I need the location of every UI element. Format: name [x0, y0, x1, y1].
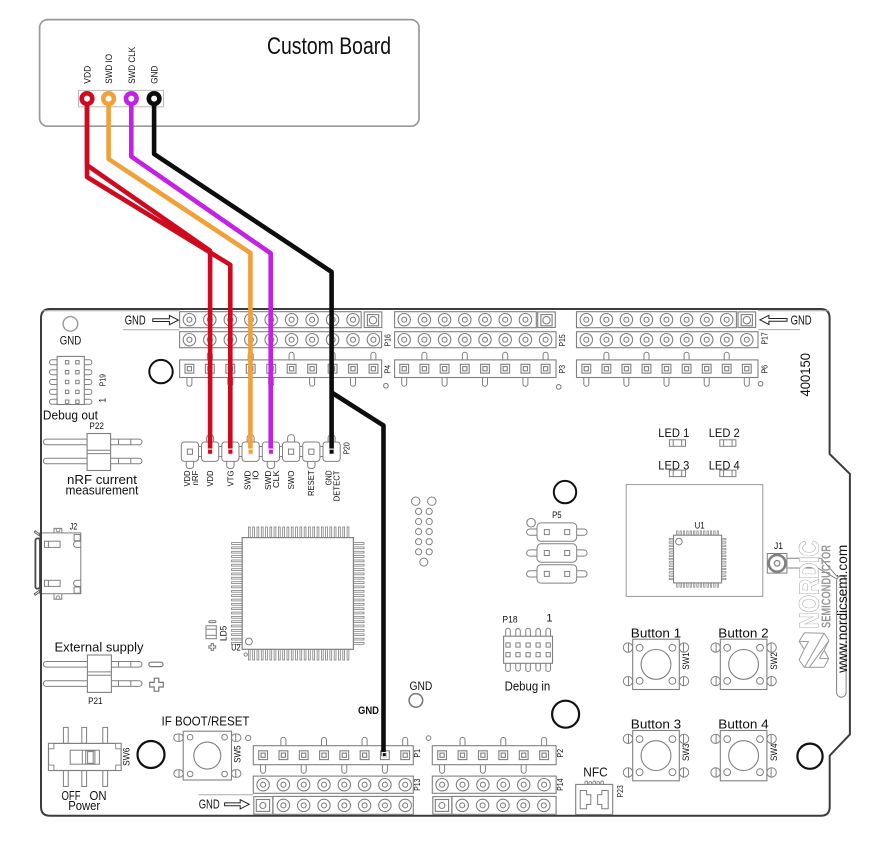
svg-text:Button 2: Button 2 — [718, 625, 768, 640]
svg-text:Debug out: Debug out — [43, 408, 98, 422]
svg-text:P19: P19 — [98, 374, 108, 387]
svg-text:GND: GND — [358, 705, 379, 717]
svg-text:P4: P4 — [383, 365, 393, 374]
svg-text:P1: P1 — [412, 749, 422, 758]
svg-text:GND: GND — [125, 313, 146, 328]
svg-text:P21: P21 — [88, 696, 103, 706]
svg-text:P22: P22 — [89, 421, 104, 431]
svg-text:SWD: SWD — [263, 471, 273, 491]
svg-text:Debug in: Debug in — [505, 680, 551, 694]
svg-text:400150: 400150 — [797, 353, 813, 397]
svg-text:J1: J1 — [774, 541, 783, 551]
svg-text:1: 1 — [546, 612, 552, 624]
svg-text:measurement: measurement — [66, 484, 139, 498]
svg-text:U2: U2 — [231, 643, 241, 653]
svg-text:VDD: VDD — [182, 471, 192, 487]
svg-text:VTG: VTG — [225, 470, 235, 486]
svg-text:SW4: SW4 — [769, 744, 779, 762]
svg-text:P13: P13 — [412, 778, 422, 791]
svg-text:ON: ON — [90, 789, 107, 803]
svg-text:External supply: External supply — [55, 640, 144, 655]
svg-text:GND: GND — [60, 335, 81, 347]
svg-text:CLK: CLK — [271, 470, 281, 488]
svg-text:NFC: NFC — [583, 765, 607, 779]
svg-text:P15: P15 — [557, 334, 567, 347]
svg-text:P20: P20 — [341, 442, 351, 455]
svg-text:P14: P14 — [555, 778, 565, 791]
svg-text:LED 4: LED 4 — [709, 458, 740, 472]
svg-text:GND: GND — [199, 797, 220, 812]
svg-text:nRF current: nRF current — [67, 472, 137, 487]
svg-text:GND: GND — [410, 679, 433, 693]
svg-text:P5: P5 — [552, 510, 562, 521]
svg-text:OFF: OFF — [62, 789, 81, 803]
svg-text:Power: Power — [68, 799, 100, 813]
svg-text:SWO: SWO — [286, 470, 296, 489]
svg-text:P2: P2 — [555, 749, 565, 758]
svg-text:SWD IO: SWD IO — [104, 54, 115, 84]
svg-text:U1: U1 — [695, 521, 705, 531]
svg-text:P17: P17 — [760, 332, 770, 345]
svg-text:LED 1: LED 1 — [658, 426, 689, 440]
svg-text:LED 2: LED 2 — [709, 426, 740, 440]
svg-text:Button 4: Button 4 — [718, 717, 768, 732]
svg-text:NORDIC: NORDIC — [793, 541, 824, 629]
svg-text:P3: P3 — [557, 365, 567, 374]
svg-text:SW3: SW3 — [681, 744, 691, 762]
svg-text:GND: GND — [791, 313, 812, 328]
svg-text:SW6: SW6 — [122, 747, 132, 766]
svg-text:VDD: VDD — [205, 471, 215, 487]
svg-text:P16: P16 — [383, 334, 393, 347]
svg-text:nRF: nRF — [190, 471, 200, 486]
svg-text:GND: GND — [324, 471, 334, 486]
svg-text:P18: P18 — [502, 615, 517, 626]
svg-text:SWD CLK: SWD CLK — [127, 46, 138, 83]
svg-text:www.nordicsemi.com: www.nordicsemi.com — [835, 545, 850, 674]
svg-text:VDD: VDD — [83, 66, 94, 84]
svg-text:SW1: SW1 — [681, 652, 691, 670]
svg-text:LED 3: LED 3 — [658, 458, 689, 472]
svg-text:P23: P23 — [615, 785, 625, 798]
svg-text:Custom Board: Custom Board — [267, 33, 391, 60]
svg-text:Button 1: Button 1 — [631, 625, 681, 640]
svg-text:DETECT: DETECT — [332, 470, 342, 501]
svg-text:SEMICONDUCTOR: SEMICONDUCTOR — [819, 545, 833, 628]
svg-text:GND: GND — [150, 66, 161, 84]
svg-text:LD5: LD5 — [219, 626, 229, 641]
svg-text:IO: IO — [251, 470, 261, 480]
svg-text:RESET: RESET — [306, 470, 316, 496]
svg-text:Button 3: Button 3 — [631, 717, 681, 732]
svg-text:P6: P6 — [760, 365, 770, 374]
svg-text:SW5: SW5 — [233, 745, 243, 763]
svg-text:SW2: SW2 — [769, 652, 779, 670]
svg-text:J2: J2 — [70, 522, 78, 532]
svg-text:IF BOOT/RESET: IF BOOT/RESET — [162, 713, 250, 728]
svg-text:SWD: SWD — [243, 471, 253, 491]
svg-text:1: 1 — [98, 398, 108, 403]
